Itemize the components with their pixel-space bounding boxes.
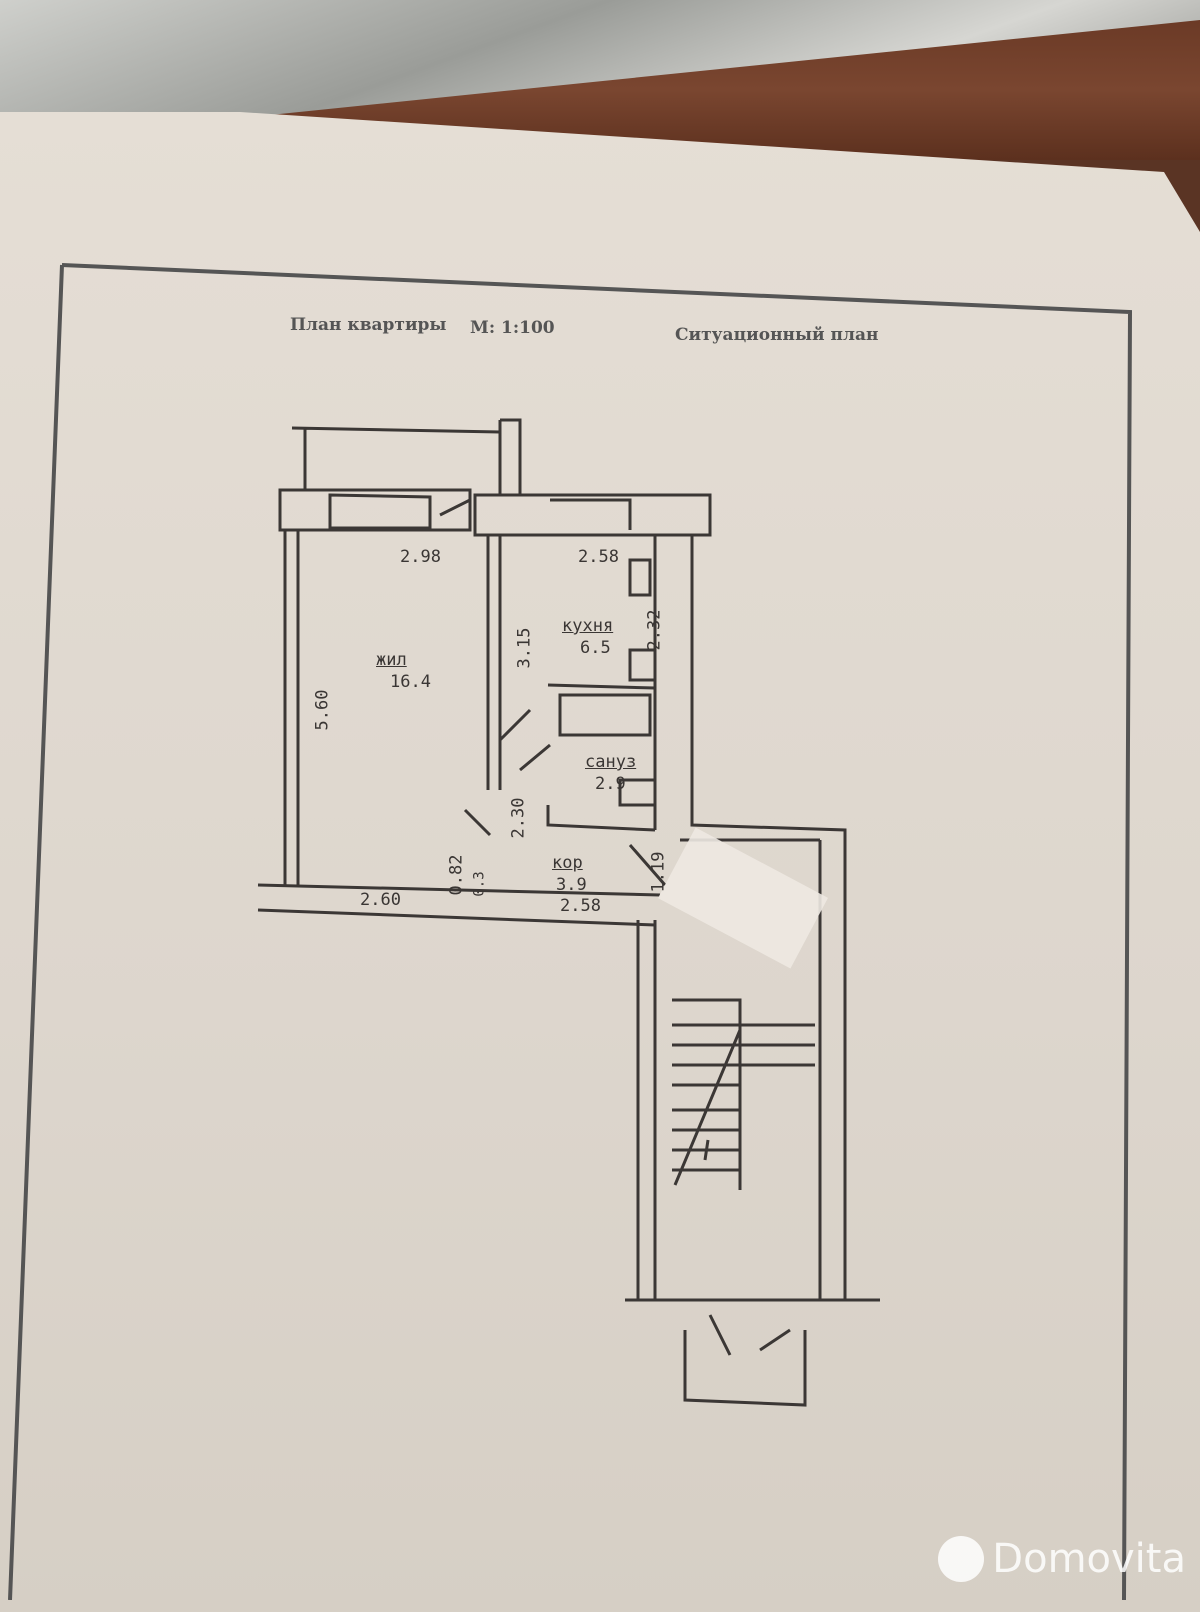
watermark: Domovita	[938, 1536, 1186, 1582]
dim-kitchen-width: 2.58	[578, 547, 619, 567]
left-wall	[283, 530, 300, 885]
room-corridor-area: 3.9	[556, 875, 587, 895]
room-bathroom-name: сануз	[585, 752, 637, 772]
room-living-area: 16.4	[390, 672, 431, 692]
room-living-name: жил	[376, 650, 407, 670]
room-bathroom-area: 2.9	[595, 774, 626, 794]
dim-living-width-bottom: 2.60	[360, 890, 401, 910]
bottom-wall	[257, 883, 661, 927]
room-kitchen-area: 6.5	[580, 638, 611, 658]
dim-closet-depth: 0.3	[471, 871, 488, 897]
frame-border	[8, 263, 1133, 1600]
domovita-logo-icon	[938, 1536, 985, 1582]
bathroom-fixtures	[546, 558, 657, 832]
entrance	[625, 1298, 880, 1407]
dim-closet-width: 0.82	[446, 854, 467, 896]
dim-living-width-top: 2.98	[400, 547, 441, 567]
dim-corridor-width: 2.58	[560, 896, 601, 916]
dim-living-length: 5.60	[312, 689, 333, 731]
door-swings	[439, 498, 667, 886]
watermark-text: Domovita	[992, 1536, 1186, 1582]
dim-kitchen-length: 3.15	[514, 627, 535, 669]
situational-plan-title: Ситуационный план	[675, 325, 879, 345]
chimney	[498, 418, 522, 495]
stair-walls	[636, 920, 815, 1300]
dim-corridor-length: 2.30	[508, 797, 529, 839]
partition-living-kitchen	[486, 535, 502, 790]
plan-title: План квартиры	[290, 315, 447, 335]
balcony	[291, 426, 501, 490]
document-paper	[0, 112, 1200, 1612]
dim-kitchen-side: 2.32	[644, 609, 665, 651]
room-kitchen-name: кухня	[562, 616, 614, 636]
right-wall	[653, 535, 847, 1300]
room-corridor-name: кор	[552, 853, 583, 873]
plan-scale: М: 1:100	[470, 318, 555, 338]
dim-corridor-side: 1.19	[648, 851, 669, 893]
top-wall	[278, 488, 712, 537]
